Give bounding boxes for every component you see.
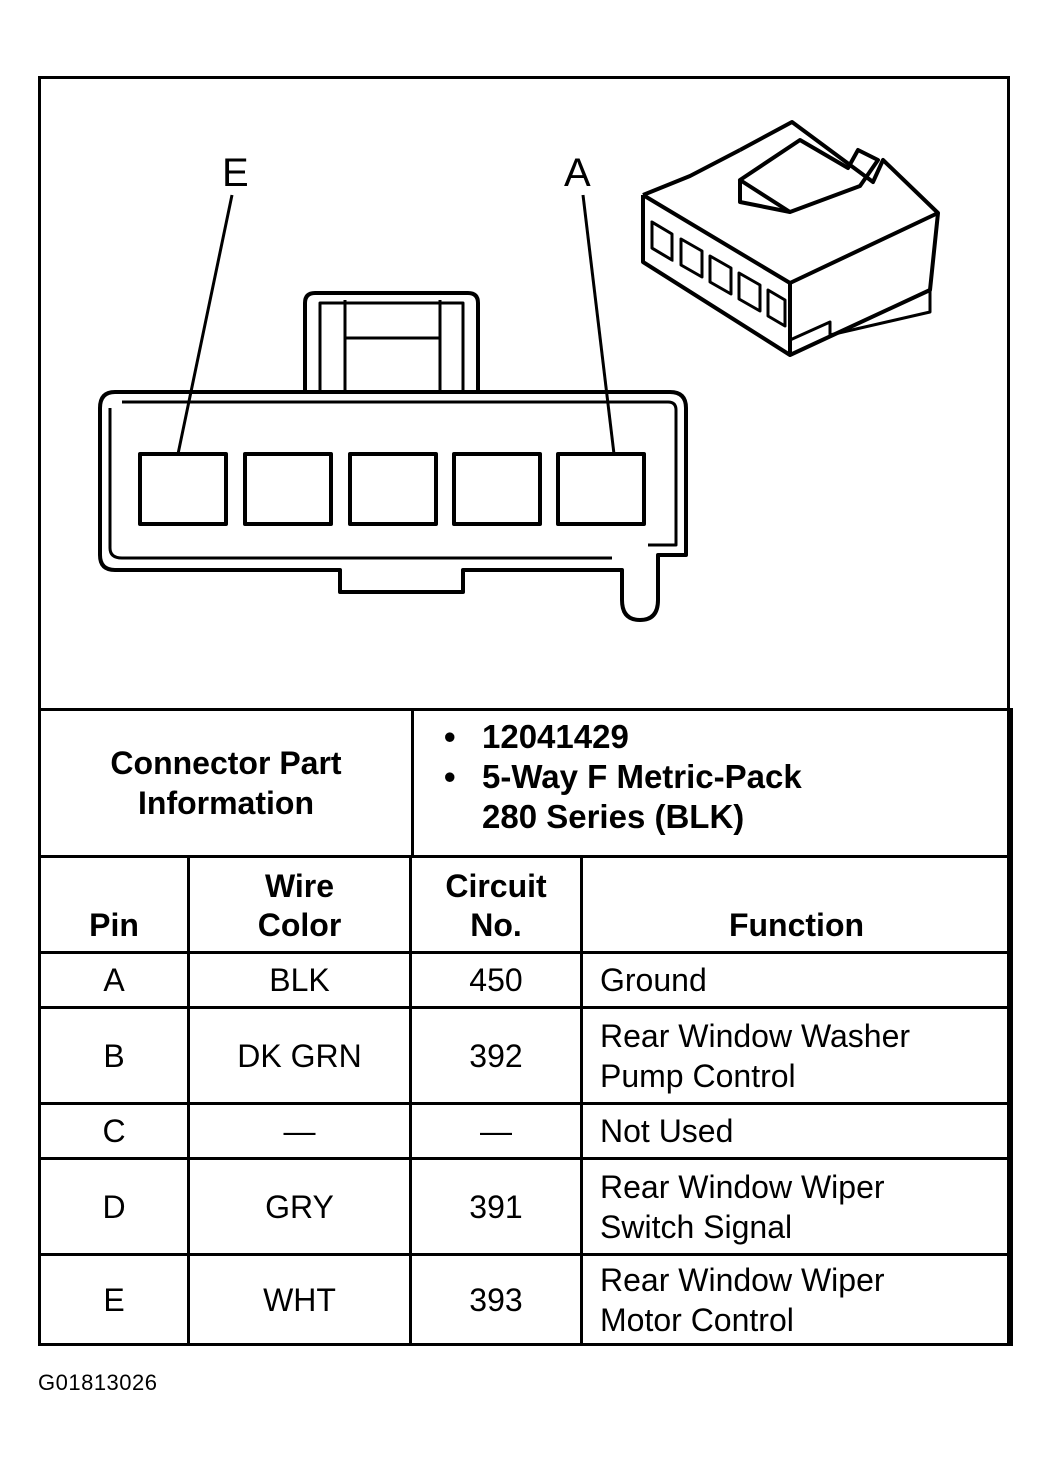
part-number-item: 12041429: [444, 717, 1010, 757]
connector-type-line: 5-Way F Metric-Pack: [482, 758, 802, 795]
function-cell: Ground: [580, 951, 1013, 1009]
function-line: Switch Signal: [600, 1208, 793, 1245]
connector-type-item: 5-Way F Metric-Pack 280 Series (BLK): [444, 757, 1010, 837]
function-cell: Rear Window Wiper Motor Control: [580, 1253, 1013, 1346]
wire-color-cell: BLK: [187, 951, 412, 1009]
pin-cell: D: [38, 1157, 190, 1256]
circuit-no-cell: 393: [409, 1253, 583, 1346]
pin-label-e: E: [222, 151, 249, 195]
function-line: Rear Window Washer: [600, 1017, 911, 1054]
function-cell: Not Used: [580, 1102, 1013, 1160]
cavity-b: [452, 452, 542, 526]
cavity-a: [556, 452, 646, 526]
table-row: B DK GRN 392 Rear Window Washer Pump Con…: [38, 1006, 1013, 1105]
header-function: Function: [580, 855, 1013, 954]
circuit-no-cell: —: [409, 1102, 583, 1160]
pin-cell: E: [38, 1253, 190, 1346]
connector-isometric-view: [641, 120, 940, 357]
connector-diagram: E A: [98, 120, 940, 622]
table-row: E WHT 393 Rear Window Wiper Motor Contro…: [38, 1253, 1013, 1346]
figure-id: G01813026: [38, 1370, 158, 1395]
function-cell: Rear Window Washer Pump Control: [580, 1006, 1013, 1105]
wire-color-cell: WHT: [187, 1253, 412, 1346]
pin-label-a: A: [564, 151, 591, 195]
header-circuit-no-line: Circuit: [445, 868, 547, 904]
pin-a-leader-line: [581, 194, 616, 455]
wire-color-cell: —: [187, 1102, 412, 1160]
table-row: D GRY 391 Rear Window Wiper Switch Signa…: [38, 1157, 1013, 1256]
header-wire-color-line: Wire: [264, 868, 335, 904]
pin-e-leader-line: [176, 194, 234, 455]
connector-info-table: Connector Part Information 12041429 5-Wa…: [38, 708, 1013, 858]
function-line: Rear Window Wiper: [600, 1261, 885, 1298]
table-row: C — — Not Used: [38, 1102, 1013, 1160]
header-function-label: Function: [728, 907, 865, 943]
connector-face-view: [98, 194, 688, 622]
header-pin-label: Pin: [89, 907, 139, 943]
wire-color-cell: GRY: [187, 1157, 412, 1256]
connector-info-label-line: Connector Part: [110, 745, 342, 781]
header-circuit-no-line: No.: [470, 907, 522, 943]
wire-color-cell: DK GRN: [187, 1006, 412, 1105]
function-line: Rear Window Wiper: [600, 1168, 885, 1205]
header-pin: Pin: [38, 855, 190, 954]
cavity-e: [138, 452, 228, 526]
header-wire-color: Wire Color: [187, 855, 412, 954]
function-line: Motor Control: [600, 1301, 794, 1338]
cavity-d: [243, 452, 333, 526]
pin-table-header: Pin Wire Color Circuit No. Function: [38, 855, 1013, 954]
circuit-no-cell: 392: [409, 1006, 583, 1105]
table-row: A BLK 450 Ground: [38, 951, 1013, 1009]
connector-type-line: 280 Series (BLK): [482, 798, 745, 835]
connector-info-values: 12041429 5-Way F Metric-Pack 280 Series …: [411, 708, 1013, 858]
connector-info-label: Connector Part Information: [38, 708, 414, 858]
pin-cell: C: [38, 1102, 190, 1160]
function-line: Ground: [600, 962, 707, 998]
pin-cell: B: [38, 1006, 190, 1105]
connector-info-label-line: Information: [138, 785, 314, 821]
function-cell: Rear Window Wiper Switch Signal: [580, 1157, 1013, 1256]
pin-table: Pin Wire Color Circuit No. Function A BL…: [38, 855, 1013, 1346]
pin-cell: A: [38, 951, 190, 1009]
function-line: Pump Control: [600, 1057, 796, 1094]
circuit-no-cell: 391: [409, 1157, 583, 1256]
circuit-no-cell: 450: [409, 951, 583, 1009]
header-circuit-no: Circuit No.: [409, 855, 583, 954]
function-line: Not Used: [600, 1113, 734, 1149]
header-wire-color-line: Color: [257, 907, 342, 943]
part-number: 12041429: [482, 718, 629, 755]
cavity-c: [348, 452, 438, 526]
